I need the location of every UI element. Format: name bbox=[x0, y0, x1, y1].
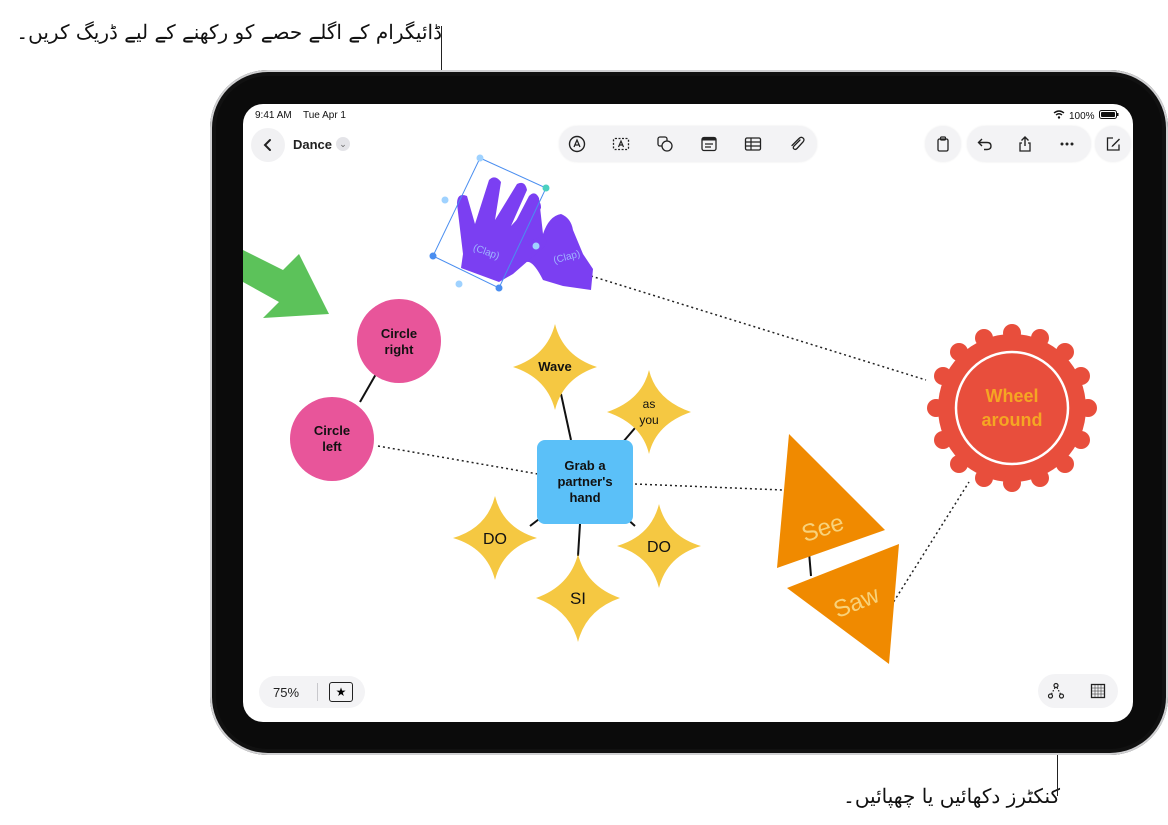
connector-circleleft-center[interactable] bbox=[377, 445, 539, 475]
center-label-2: partner's bbox=[557, 474, 612, 489]
circle-left-shape[interactable]: Circle left bbox=[290, 397, 374, 481]
wave-label: Wave bbox=[538, 359, 571, 374]
do-right-label: DO bbox=[647, 539, 671, 556]
center-label-3: hand bbox=[569, 490, 600, 505]
selection-handle-bottom[interactable] bbox=[495, 284, 503, 292]
chevron-down-icon[interactable]: ⌄ bbox=[336, 137, 350, 151]
compose-pill bbox=[1095, 126, 1131, 162]
canvas[interactable]: (Clap) (Clap) Circle right Circle left bbox=[243, 104, 1133, 722]
share-icon[interactable] bbox=[1009, 128, 1041, 160]
connector-handle-left[interactable] bbox=[441, 196, 449, 204]
back-button[interactable] bbox=[251, 128, 285, 162]
zoom-divider bbox=[317, 683, 318, 701]
selection-handle-right[interactable] bbox=[542, 184, 550, 192]
as-you-label-1: as bbox=[643, 397, 656, 411]
wheel-label-1: Wheel bbox=[985, 386, 1038, 406]
selection-handle-top[interactable] bbox=[476, 154, 484, 162]
view-controls bbox=[1038, 674, 1118, 708]
chevron-left-icon bbox=[263, 139, 271, 151]
left-hand-shape[interactable] bbox=[457, 177, 547, 282]
connector-center-asyou[interactable] bbox=[622, 427, 636, 443]
connector-center-si[interactable] bbox=[577, 523, 581, 557]
triangle-saw[interactable]: Saw bbox=[787, 544, 899, 664]
star-as-you[interactable]: as you bbox=[607, 370, 691, 454]
wheel-label-2: around bbox=[982, 410, 1043, 430]
circle-left-label-1: Circle bbox=[314, 423, 350, 438]
clipboard-pill bbox=[925, 126, 961, 162]
connector-hands-wheel[interactable] bbox=[590, 275, 927, 381]
shapes-icon[interactable] bbox=[649, 128, 681, 160]
circle-right-shape[interactable]: Circle right bbox=[357, 299, 441, 383]
status-right: 100% bbox=[1053, 110, 1119, 122]
zoom-control: 75% ★ bbox=[259, 676, 365, 708]
connectors-toggle-icon[interactable] bbox=[1040, 675, 1072, 707]
selection-handle-left[interactable] bbox=[429, 252, 437, 260]
center-node[interactable]: Grab a partner's hand bbox=[537, 440, 633, 524]
battery-icon bbox=[1098, 110, 1119, 122]
wheel-around-shape[interactable]: Wheel around bbox=[927, 324, 1097, 492]
status-time: 9:41 AM bbox=[255, 110, 292, 121]
zoom-level[interactable]: 75% bbox=[273, 685, 300, 700]
circle-right-label-1: Circle bbox=[381, 326, 417, 341]
connector-center-see[interactable] bbox=[634, 483, 784, 491]
connector-saw-wheel[interactable] bbox=[890, 481, 970, 607]
status-date: Tue Apr 1 bbox=[303, 110, 346, 121]
connector-circles[interactable] bbox=[359, 373, 377, 403]
clap-hands[interactable]: (Clap) (Clap) bbox=[429, 154, 594, 292]
callout-drag-diagram: ڈائیگرام کے اگلے حصے کو رکھنے کے لیے ڈری… bbox=[16, 20, 442, 44]
green-arrow[interactable] bbox=[243, 250, 329, 318]
text-box-icon[interactable] bbox=[605, 128, 637, 160]
table-icon[interactable] bbox=[737, 128, 769, 160]
triangle-see[interactable]: See bbox=[777, 434, 885, 568]
as-you-label-2: you bbox=[639, 413, 658, 427]
si-label: SI bbox=[570, 589, 586, 608]
center-label-1: Grab a bbox=[564, 458, 606, 473]
insert-toolbar bbox=[559, 126, 817, 162]
star-do-right[interactable]: DO bbox=[617, 504, 701, 588]
callout-connectors: کنکٹرز دکھائیں یا چھپائیں۔ bbox=[843, 784, 1060, 808]
document-title[interactable]: Dance bbox=[293, 137, 333, 152]
attachment-icon[interactable] bbox=[781, 128, 813, 160]
grid-toggle-icon[interactable] bbox=[1082, 675, 1114, 707]
star-si[interactable]: SI bbox=[536, 554, 620, 642]
star-do-left[interactable]: DO bbox=[453, 496, 537, 580]
circle-left-label-2: left bbox=[322, 439, 342, 454]
favorite-star-icon[interactable]: ★ bbox=[329, 682, 353, 702]
pen-icon[interactable] bbox=[561, 128, 593, 160]
compose-icon[interactable] bbox=[1097, 128, 1129, 160]
wifi-icon bbox=[1053, 110, 1065, 122]
battery-percent: 100% bbox=[1069, 110, 1095, 122]
freeform-screen: 9:41 AM Tue Apr 1 100% Dance ⌄ bbox=[243, 104, 1133, 722]
connector-center-wave[interactable] bbox=[560, 393, 572, 441]
star-wave[interactable]: Wave bbox=[513, 324, 597, 410]
clipboard-icon[interactable] bbox=[927, 128, 959, 160]
actions-pill bbox=[967, 126, 1091, 162]
undo-icon[interactable] bbox=[969, 128, 1001, 160]
circle-right-label-2: right bbox=[385, 342, 415, 357]
do-left-label: DO bbox=[483, 531, 507, 548]
connector-handle-right[interactable] bbox=[532, 242, 540, 250]
more-icon[interactable] bbox=[1051, 128, 1083, 160]
sticky-note-icon[interactable] bbox=[693, 128, 725, 160]
connector-handle-bottom[interactable] bbox=[455, 280, 463, 288]
